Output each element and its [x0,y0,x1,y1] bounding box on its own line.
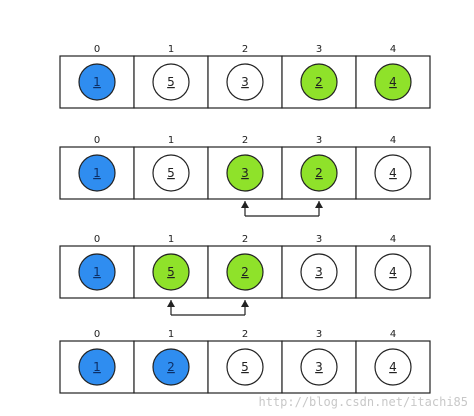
index-label: 2 [242,44,248,55]
element-empty-circle [300,253,338,291]
element-value: 4 [389,265,397,279]
element-value: 1 [93,166,101,180]
element-fixed-circle [78,348,116,386]
index-label: 4 [390,234,396,245]
element-value: 1 [93,75,101,89]
index-label: 1 [168,329,174,340]
index-label: 3 [316,135,322,146]
element-empty-circle [226,63,264,101]
element-swap-circle [300,63,338,101]
element-value: 3 [241,75,249,89]
index-label: 3 [316,44,322,55]
array-row-2: 0 1 1 5 2 2 3 3 4 4 [59,234,431,316]
element-value: 3 [315,265,323,279]
index-label: 2 [242,135,248,146]
swap-connector [170,300,246,316]
element-value: 3 [315,360,323,374]
element-value: 4 [389,75,397,89]
element-fixed-circle [152,348,190,386]
element-empty-circle [374,253,412,291]
element-value: 2 [241,265,249,279]
element-value: 2 [315,166,323,180]
arrowhead-right [241,300,249,307]
element-fixed-circle [78,154,116,192]
element-value: 4 [389,166,397,180]
element-swap-circle [226,154,264,192]
index-label: 4 [390,329,396,340]
index-label: 1 [168,135,174,146]
element-value: 5 [167,166,175,180]
element-empty-circle [226,348,264,386]
element-value: 3 [241,166,249,180]
element-fixed-circle [78,253,116,291]
index-label: 1 [168,44,174,55]
element-empty-circle [300,348,338,386]
array-row-1: 0 1 1 5 2 3 3 2 4 4 [59,135,431,217]
element-value: 5 [167,265,175,279]
element-swap-circle [374,63,412,101]
element-swap-circle [226,253,264,291]
array-row-0: 0 1 1 5 2 3 3 2 4 4 [59,44,431,109]
element-value: 4 [389,360,397,374]
index-label: 0 [94,234,100,245]
index-label: 2 [242,329,248,340]
element-value: 2 [315,75,323,89]
index-label: 2 [242,234,248,245]
array-row-3: 0 1 1 2 2 5 3 3 4 4 [59,329,431,394]
element-swap-circle [152,253,190,291]
element-value: 1 [93,360,101,374]
index-label: 0 [94,329,100,340]
element-fixed-circle [78,63,116,101]
index-label: 1 [168,234,174,245]
element-empty-circle [152,154,190,192]
index-label: 3 [316,329,322,340]
index-label: 4 [390,44,396,55]
element-value: 1 [93,265,101,279]
element-empty-circle [152,63,190,101]
element-empty-circle [374,348,412,386]
arrowhead-left [167,300,175,307]
arrowhead-left [241,201,249,208]
element-value: 2 [167,360,175,374]
index-label: 0 [94,44,100,55]
element-value: 5 [241,360,249,374]
element-empty-circle [374,154,412,192]
index-label: 4 [390,135,396,146]
arrowhead-right [315,201,323,208]
element-value: 5 [167,75,175,89]
swap-connector [244,201,320,217]
index-label: 0 [94,135,100,146]
watermark-text: http://blog.csdn.net/itachi85 [258,395,468,409]
element-swap-circle [300,154,338,192]
index-label: 3 [316,234,322,245]
